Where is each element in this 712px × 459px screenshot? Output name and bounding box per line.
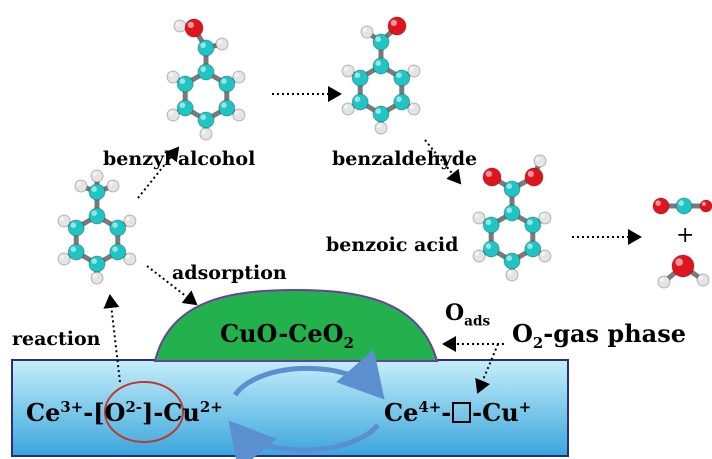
o-bracket-text: -[O <box>83 398 126 427</box>
label-plus: + <box>676 223 695 248</box>
o2-sub: 2 <box>532 333 544 352</box>
cu2-sup: 2+ <box>199 398 223 416</box>
label-catalyst: CuO-CeO2 <box>220 322 354 351</box>
redox-cycle-arrow-top <box>232 349 385 400</box>
arrow-aldehyde-to-acid <box>424 139 462 185</box>
o2-rest: -gas phase <box>543 319 686 348</box>
benzyl-alcohol-molecule-icon <box>166 18 246 141</box>
arrow-toluene-to-alcohol <box>137 146 180 199</box>
o2-main: O <box>512 319 533 348</box>
o2-minus-sup: 2- <box>125 398 142 416</box>
label-benzyl-alcohol: benzyl alcohol <box>103 148 256 170</box>
oxygen-vacancy-box-icon <box>452 402 472 423</box>
ce3-text: Ce <box>26 398 61 427</box>
catalyst-sub: 2 <box>343 333 354 352</box>
water-molecule-icon <box>657 254 710 289</box>
label-left-redox-state: Ce3+-[O2-]-Cu2+ <box>26 400 223 425</box>
o-ads-sub: ads <box>464 313 491 330</box>
label-right-redox-state: Ce4+--Cu+ <box>384 400 531 425</box>
arrow-adsorption <box>146 265 198 306</box>
dash-text: - <box>441 398 452 427</box>
label-benzaldehyde: benzaldehyde <box>332 148 478 170</box>
cu1-sup: + <box>518 398 532 416</box>
ce4-text: Ce <box>384 398 419 427</box>
label-o2-gas-phase: O2-gas phase <box>512 322 686 351</box>
catalyst-main: CuO-CeO <box>220 319 344 348</box>
co2-molecule-icon <box>652 197 712 215</box>
arrow-o2-to-vacancy <box>475 343 499 394</box>
label-benzoic-acid: benzoic acid <box>326 234 459 256</box>
lattice-oxygen-circle <box>104 381 184 443</box>
label-adsorption: adsorption <box>172 262 287 284</box>
cuo-ceo2-dome <box>153 288 439 362</box>
o-ads-main: O <box>445 300 465 326</box>
benzoic-acid-molecule-icon <box>472 154 552 282</box>
benzaldehyde-molecule-icon <box>341 16 421 135</box>
ce4-sup: 4+ <box>418 398 442 416</box>
label-reaction: reaction <box>12 328 101 350</box>
cu-text: ]-Cu <box>141 398 200 427</box>
toluene-molecule-icon <box>57 169 137 285</box>
label-o-ads: Oads <box>445 302 490 329</box>
ce3-sup: 3+ <box>60 398 84 416</box>
cu1-text: -Cu <box>472 398 519 427</box>
redox-cycle-arrow-bottom <box>228 420 380 459</box>
